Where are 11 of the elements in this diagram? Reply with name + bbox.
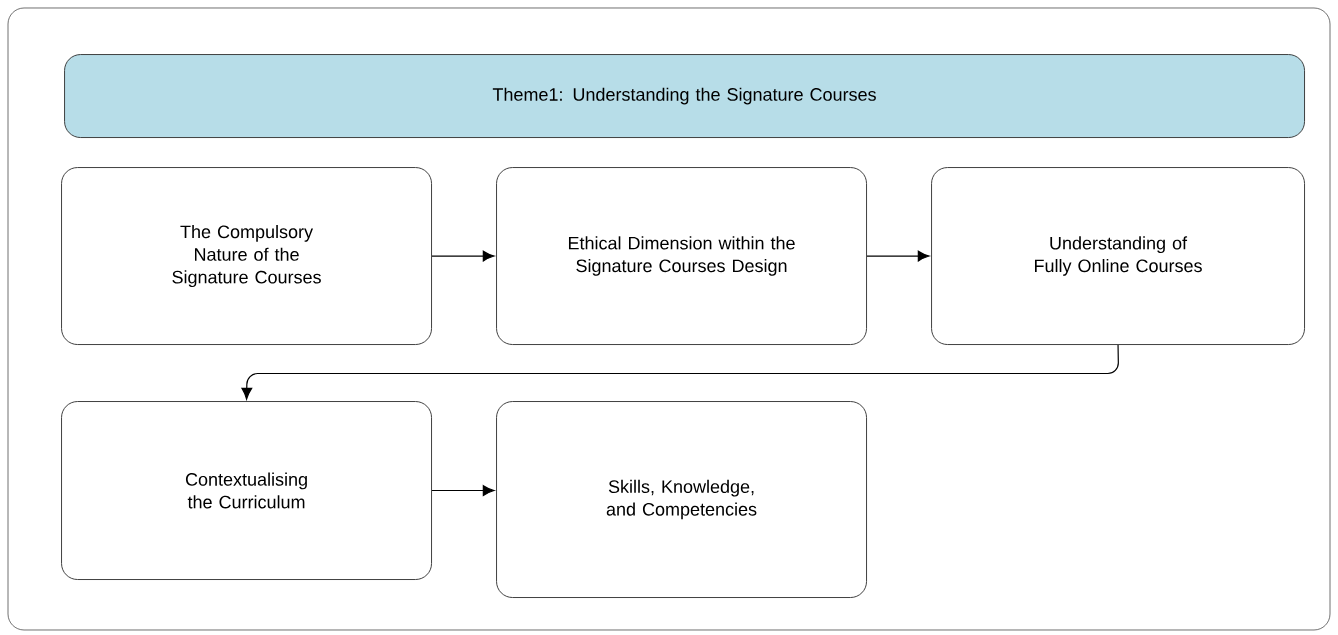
arrow	[866, 250, 930, 262]
theme-banner: Theme1: Understanding the Signature Courses	[64, 54, 1305, 138]
frame	[7, 7, 1331, 631]
arrow	[241, 344, 1119, 400]
process-box: Ethical Dimension within the Signature Courses Design	[496, 167, 867, 345]
process-box: Skills, Knowledge, and Competencies	[496, 401, 867, 598]
arrow	[431, 485, 495, 496]
process-box: The Compulsory Nature of the Signature Courses	[61, 167, 432, 345]
arrow	[431, 250, 495, 262]
process-box: Understanding of Fully Online Courses	[931, 167, 1305, 345]
process-box: Contextualising the Curriculum	[61, 401, 432, 580]
